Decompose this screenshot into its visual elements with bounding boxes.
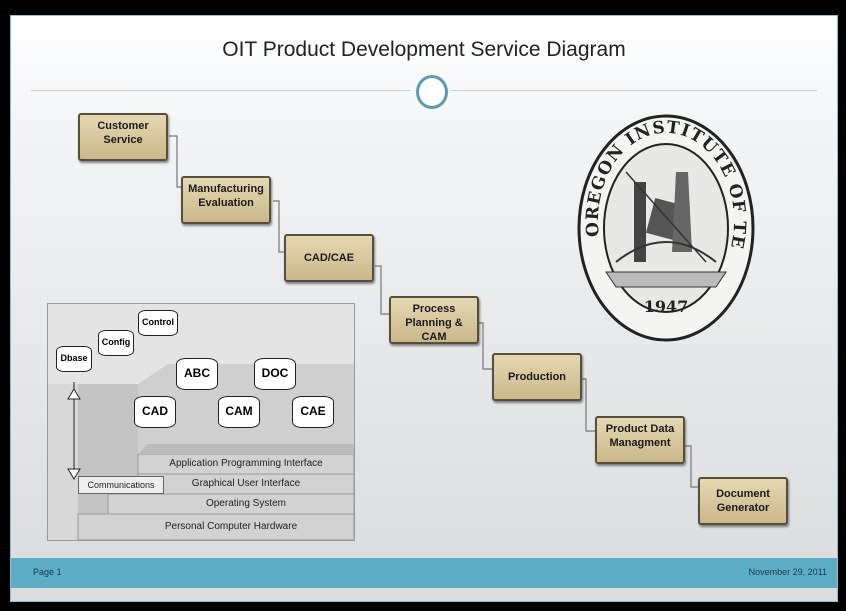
- cyl-config: Config: [98, 330, 134, 356]
- slide: OIT Product Development Service Diagram …: [10, 15, 838, 602]
- slide-footer: Page 1 November 29, 2011: [11, 558, 837, 588]
- layer-gui: Graphical User Interface: [191, 478, 301, 489]
- page-number: Page 1: [33, 567, 62, 577]
- cyl-cae: CAE: [292, 396, 334, 428]
- oit-seal-logo: OREGON INSTITUTE OF TECHNOLOGY 1947: [576, 112, 755, 342]
- step-product-data-managment: Product Data Managment: [595, 416, 685, 464]
- footer-date: November 29, 2011: [748, 567, 827, 577]
- step-process-planning-cam: Process Planning & CAM: [389, 296, 479, 344]
- step-document-generator: Document Generator: [698, 477, 788, 525]
- cyl-abc: ABC: [176, 358, 218, 390]
- step-connectors: [169, 135, 698, 488]
- step-production: Production: [492, 353, 582, 401]
- cyl-dbase: Dbase: [56, 346, 92, 372]
- cyl-doc: DOC: [254, 358, 296, 390]
- cyl-cam: CAM: [218, 396, 260, 428]
- step-manufacturing-evaluation: Manufacturing Evaluation: [181, 176, 271, 224]
- cyl-cad: CAD: [134, 396, 176, 428]
- layer-os: Operating System: [205, 498, 287, 509]
- layer-api: Application Programming Interface: [169, 458, 323, 469]
- slide-title: OIT Product Development Service Diagram: [222, 38, 626, 61]
- step-cad-cae: CAD/CAE: [284, 234, 374, 282]
- step-customer-service: Customer Service: [78, 113, 168, 161]
- communications-label: Communications: [78, 476, 164, 494]
- title-rule-right: [451, 90, 817, 91]
- cyl-control: Control: [138, 310, 178, 336]
- software-architecture-diagram: Dbase Config Control ABC DOC CAD CAM CAE…: [47, 303, 355, 541]
- layer-hardware: Personal Computer Hardware: [164, 521, 298, 532]
- title-rule-left: [31, 90, 411, 91]
- title-circle-ornament: [416, 75, 448, 109]
- seal-year: 1947: [644, 297, 689, 316]
